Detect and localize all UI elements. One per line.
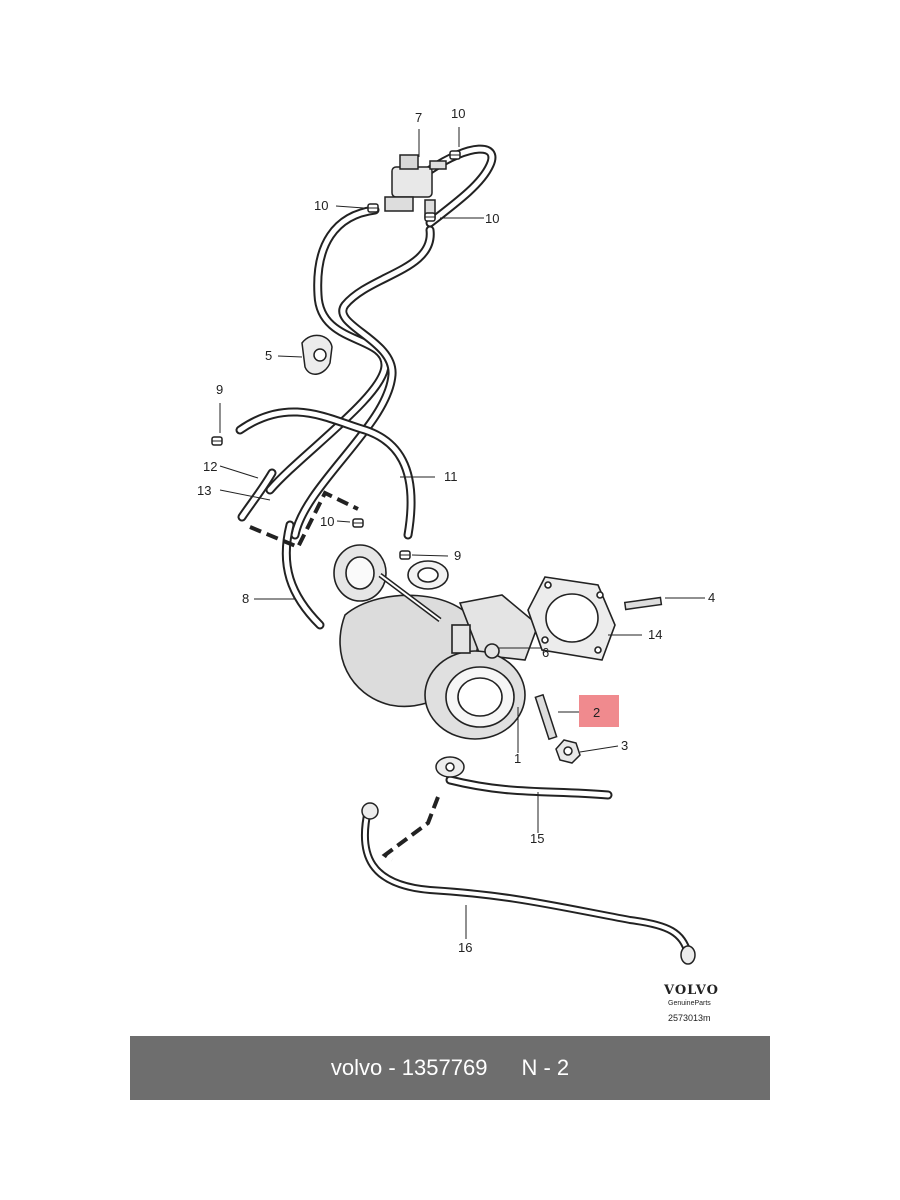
callout-11: 11: [444, 469, 458, 484]
callout-8: 8: [242, 591, 249, 606]
solenoid-valve: [384, 154, 447, 219]
studs-and-nut: [534, 596, 663, 764]
turbocharger: [333, 544, 539, 740]
hose-clip: [301, 334, 333, 375]
callout-10-right: 10: [485, 211, 499, 226]
callout-9-lower: 9: [454, 548, 461, 563]
callout-13: 13: [197, 483, 211, 498]
callouts: 7 10 10 10 5 9 12 13 11 10 9 8 4 14 6 2 …: [197, 106, 715, 955]
callout-10-top: 10: [451, 106, 465, 121]
callout-2: 2: [593, 705, 600, 720]
hoses: [235, 144, 692, 957]
dashed-connectors: [249, 490, 440, 862]
footer-position: N - 2: [521, 1055, 570, 1080]
fitting-bottom: [680, 945, 696, 965]
callout-10-middle: 10: [320, 514, 334, 529]
parts-diagram: 7 10 10 10 5 9 12 13 11 10 9 8 4 14 6 2 …: [130, 95, 770, 1035]
pipe-flange: [435, 756, 465, 778]
fitting-top: [361, 802, 379, 820]
callout-7: 7: [415, 110, 422, 125]
callout-1: 1: [514, 751, 521, 766]
diagram-drawing: 7 10 10 10 5 9 12 13 11 10 9 8 4 14 6 2 …: [197, 106, 715, 965]
callout-5: 5: [265, 348, 272, 363]
callout-3: 3: [621, 738, 628, 753]
gasket: [527, 576, 616, 661]
callout-9-upper: 9: [216, 382, 223, 397]
callout-12: 12: [203, 459, 217, 474]
callout-15: 15: [530, 831, 544, 846]
diagram-reference: 2573013m: [668, 1013, 711, 1023]
brand-subtitle: GenuineParts: [668, 1000, 711, 1007]
callout-14: 14: [648, 627, 662, 642]
highlight-box: [579, 695, 619, 727]
callout-4: 4: [708, 590, 715, 605]
volvo-logo: VOLVO: [664, 983, 719, 998]
callout-16: 16: [458, 940, 472, 955]
callout-10-left: 10: [314, 198, 328, 213]
footer-bar: volvo - 1357769 N - 2: [130, 1036, 770, 1100]
callout-6: 6: [542, 645, 549, 660]
footer-part-number: volvo - 1357769: [330, 1055, 488, 1080]
leader-lines: [219, 127, 705, 939]
